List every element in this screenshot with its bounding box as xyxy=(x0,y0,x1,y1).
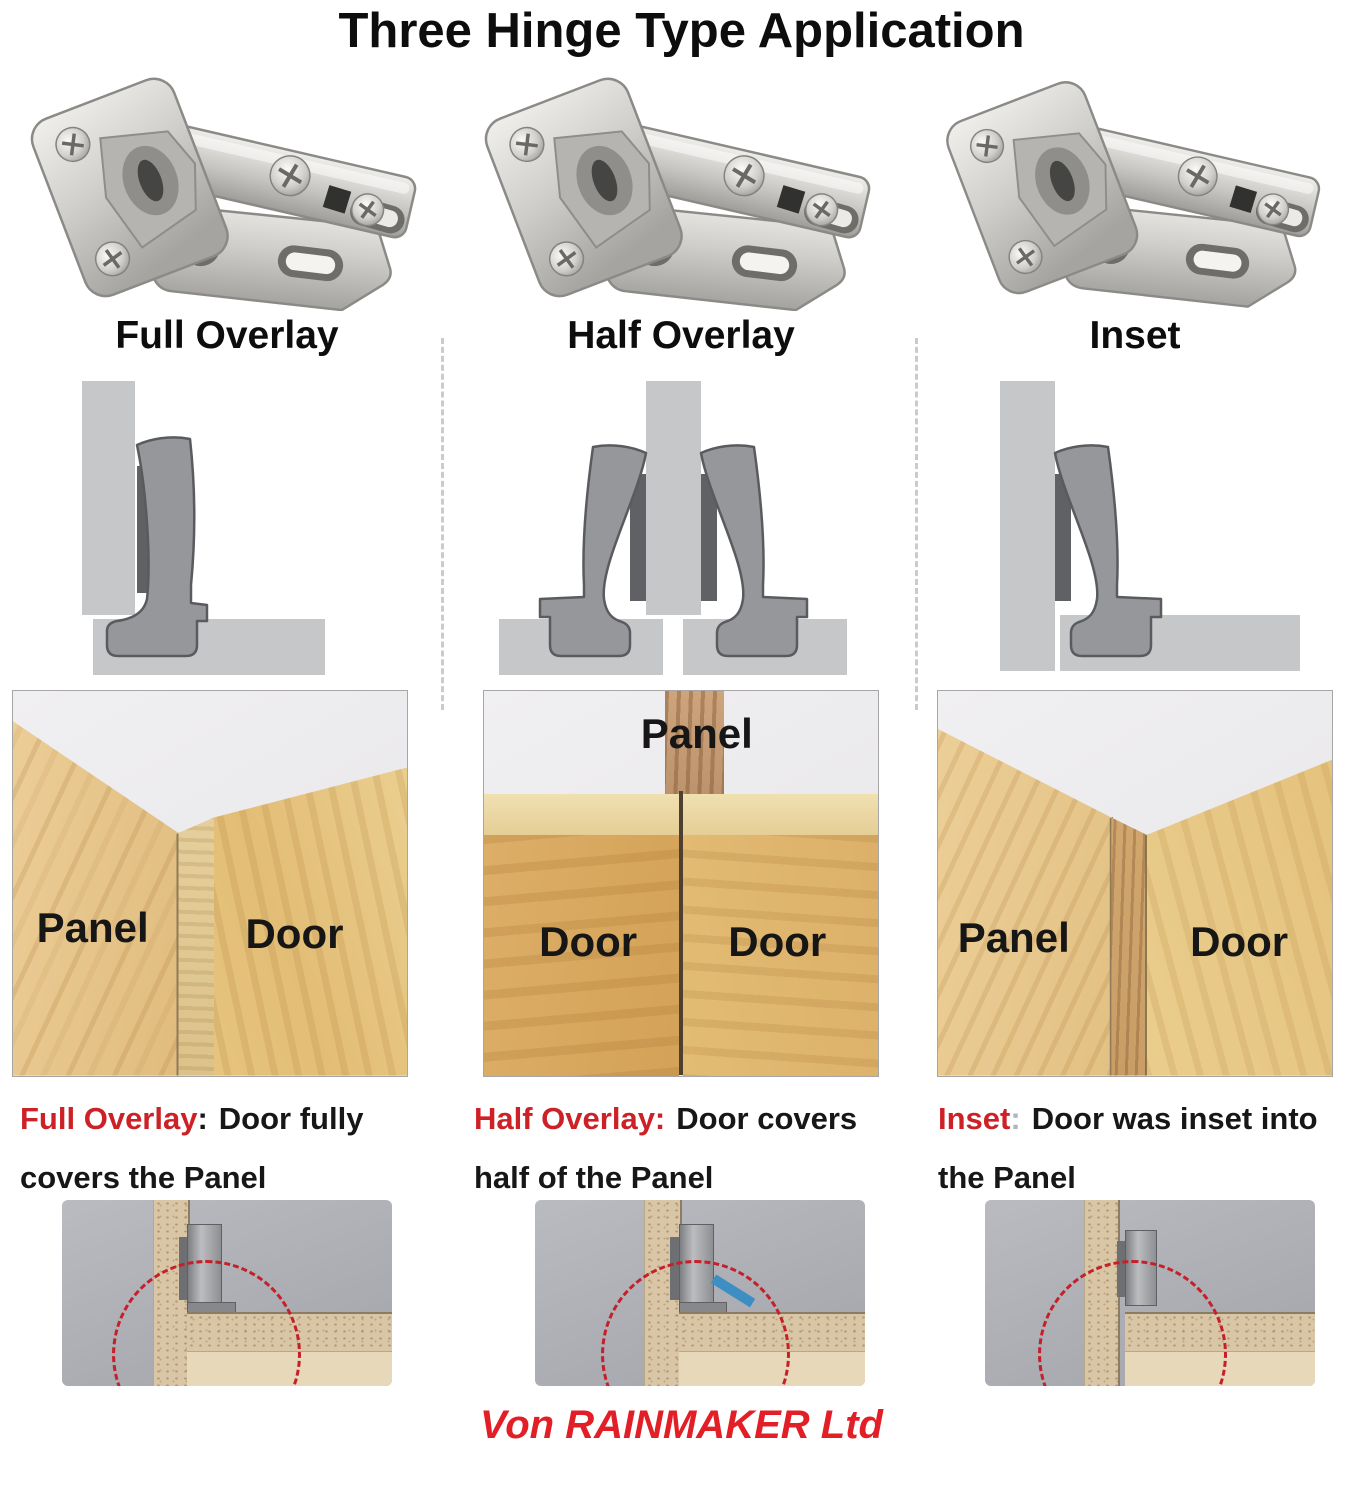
right-door-label: Door xyxy=(728,917,827,965)
door-edge xyxy=(178,817,214,1076)
inset-section-diagram xyxy=(1000,381,1300,671)
door-face xyxy=(213,767,407,1076)
inset-hinge-icon xyxy=(939,74,1324,311)
caption-term: Inset xyxy=(938,1101,1011,1136)
column-divider-1 xyxy=(441,338,444,710)
column-inset-photo xyxy=(908,61,1362,313)
captions-row: Full Overlay: Door fully covers the Panel… xyxy=(0,1079,1363,1195)
wood-photos-row: Panel Door Panel Door Door xyxy=(0,687,1363,1079)
edge-door-seam xyxy=(1145,834,1149,1076)
labels-row: Full Overlay Half Overlay Inset xyxy=(0,313,1363,363)
column-divider-2 xyxy=(915,338,918,710)
highlight-circle xyxy=(601,1259,791,1386)
panel-strip xyxy=(665,690,725,795)
half-overlay-wood-photo: Panel Door Door xyxy=(483,689,879,1077)
half-overlay-hinge-icon xyxy=(477,70,874,311)
left-door-label: Door xyxy=(539,917,638,965)
caption-line-1: Full Overlay: Door fully xyxy=(20,1089,454,1148)
door-section xyxy=(82,381,135,615)
caption-text: Door covers xyxy=(676,1101,858,1136)
page-title: Three Hinge Type Application xyxy=(338,4,1025,58)
inset-installed-photo xyxy=(985,1200,1315,1386)
highlight-circle xyxy=(111,1259,301,1386)
caption-term: Half Overlay: xyxy=(474,1101,666,1136)
full-overlay-installed-photo xyxy=(62,1200,392,1386)
inset-wood-photo: Panel Door xyxy=(937,689,1333,1077)
half-overlay-caption: Half Overlay: Door covers half of the Pan… xyxy=(454,1079,908,1207)
panel-label: Panel xyxy=(640,709,753,757)
hinge-photos-row xyxy=(0,61,1363,313)
section-diagrams-row xyxy=(0,363,1363,683)
brand-footer: Von RAINMAKER Ltd xyxy=(480,1403,883,1447)
caption-term: Full Overlay xyxy=(20,1101,198,1136)
panel-section xyxy=(646,381,701,615)
inset-caption: Inset: Door was inset into the Panel xyxy=(908,1079,1362,1207)
full-overlay-hinge-icon xyxy=(23,70,420,311)
caption-colon: : xyxy=(1010,1101,1021,1136)
panel-label: Panel xyxy=(957,913,1070,961)
caption-line-2: covers the Panel xyxy=(20,1160,267,1195)
label-full-overlay: Full Overlay xyxy=(115,314,339,357)
panel-edge-strip xyxy=(1111,817,1147,1076)
label-half-overlay: Half Overlay xyxy=(567,314,795,357)
caption-colon: : xyxy=(197,1101,208,1136)
panel-section xyxy=(1000,381,1055,671)
column-half-overlay-photo xyxy=(454,61,908,313)
right-door-face xyxy=(682,834,878,1076)
door-gap xyxy=(679,790,683,1076)
door-label: Door xyxy=(245,909,344,957)
full-overlay-caption: Full Overlay: Door fully covers the Panel xyxy=(0,1079,454,1207)
caption-line-2: the Panel xyxy=(938,1160,1076,1195)
full-overlay-wood-photo: Panel Door xyxy=(12,689,408,1077)
left-door-face xyxy=(484,834,680,1076)
caption-text: Door was inset into xyxy=(1031,1101,1318,1136)
caption-line-1: Inset: Door was inset into xyxy=(938,1089,1362,1148)
panel-label: Panel xyxy=(36,904,149,952)
label-inset: Inset xyxy=(1089,314,1181,357)
door-label: Door xyxy=(1190,917,1289,965)
highlight-circle xyxy=(1037,1259,1227,1386)
caption-line-1: Half Overlay: Door covers xyxy=(474,1089,908,1148)
installed-photos-row xyxy=(0,1197,1363,1389)
column-full-overlay-photo xyxy=(0,61,454,313)
caption-line-2: half of the Panel xyxy=(474,1160,714,1195)
half-overlay-installed-photo xyxy=(535,1200,865,1386)
full-overlay-section-diagram xyxy=(82,381,325,675)
half-overlay-section-diagram xyxy=(499,381,847,675)
caption-text: Door fully xyxy=(218,1101,364,1136)
panel-edge-seam xyxy=(1109,816,1113,1076)
